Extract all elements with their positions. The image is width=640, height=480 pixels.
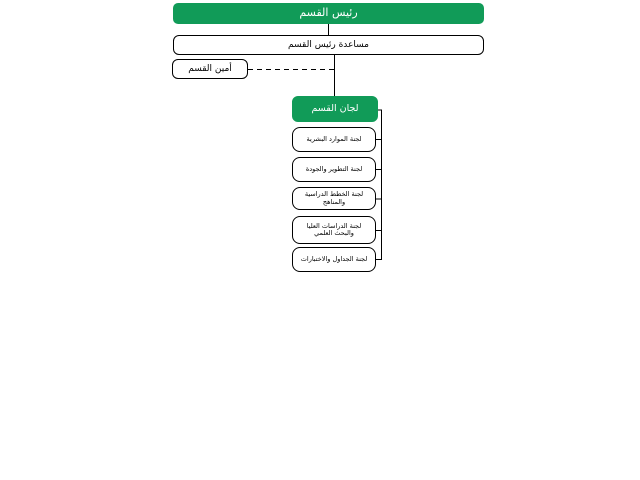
node-committee-study-plans-curricula: لجنة الخطط الدراسية والمناهج xyxy=(292,187,376,210)
node-committee-label: لجنة الدراسات العليا والبحث العلمي xyxy=(306,221,362,237)
node-department-head-label: رئيس القسم xyxy=(299,6,358,20)
node-committee-label: لجنة الخطط الدراسية والمناهج xyxy=(304,190,364,206)
node-department-secretary: أمين القسم xyxy=(172,59,248,79)
node-department-head: رئيس القسم xyxy=(173,3,484,24)
node-head-assistant: مساعدة رئيس القسم xyxy=(173,35,484,55)
node-committees-title: لجان القسم xyxy=(292,96,378,122)
node-committee-human-resources: لجنة الموارد البشرية xyxy=(292,127,376,152)
node-committee-label: لجنة الجداول والاختبارات xyxy=(300,254,368,263)
node-head-assistant-label: مساعدة رئيس القسم xyxy=(288,39,369,50)
node-committee-label: لجنة التطوير والجودة xyxy=(305,164,363,173)
node-committee-graduate-studies-research: لجنة الدراسات العليا والبحث العلمي xyxy=(292,216,376,244)
node-committees-title-label: لجان القسم xyxy=(311,102,359,114)
node-committee-label: لجنة الموارد البشرية xyxy=(306,134,362,143)
node-committee-schedules-exams: لجنة الجداول والاختبارات xyxy=(292,247,376,272)
node-department-secretary-label: أمين القسم xyxy=(188,63,232,74)
node-committee-development-quality: لجنة التطوير والجودة xyxy=(292,157,376,182)
